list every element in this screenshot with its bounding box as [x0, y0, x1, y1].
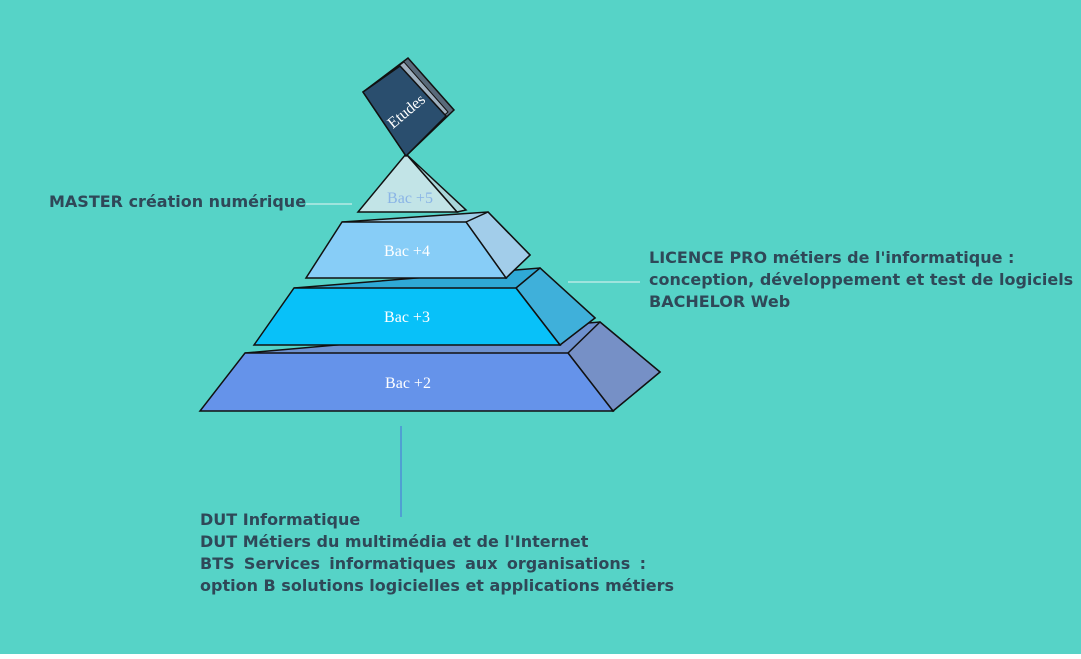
- tier-bac5: Bac +5: [356, 152, 468, 213]
- tier-bac4-front: [304, 221, 508, 279]
- annotation-master-line: MASTER création numérique: [49, 192, 307, 211]
- annotation-licence-line: BACHELOR Web: [649, 292, 791, 311]
- tier-bac5-label: Bac +5: [387, 190, 433, 207]
- tier-bac3: Bac +3: [252, 267, 597, 347]
- annotation-licence-line: LICENCE PRO métiers de l'informatique :: [649, 248, 1015, 267]
- tier-bac3-front: [252, 287, 562, 346]
- book-front-cover: [361, 65, 448, 158]
- annotation-dut-line: option B solutions logicielles et applic…: [200, 576, 674, 595]
- annotation-dut-line: DUT Informatique: [200, 510, 361, 529]
- tier-bac4-label: Bac +4: [384, 243, 430, 260]
- tier-bac2-label: Bac +2: [385, 375, 431, 392]
- annotation-master: MASTER création numérique: [49, 191, 306, 213]
- annotation-licence-line: conception, développement et test de log…: [649, 270, 1074, 289]
- tier-bac4: Bac +4: [304, 211, 532, 280]
- annotation-dut: DUT Informatique DUT Métiers du multiméd…: [200, 509, 674, 597]
- annotation-licence: LICENCE PRO métiers de l'informatique : …: [649, 247, 1073, 313]
- annotation-dut-line: BTS Services informatiques aux organisat…: [200, 554, 646, 573]
- tier-bac3-label: Bac +3: [384, 309, 430, 326]
- annotation-dut-line: DUT Métiers du multimédia et de l'Intern…: [200, 532, 589, 551]
- tier-bac5-front: [356, 152, 459, 213]
- book-icon: Etudes: [361, 56, 456, 158]
- tier-bac2-front: [198, 352, 615, 412]
